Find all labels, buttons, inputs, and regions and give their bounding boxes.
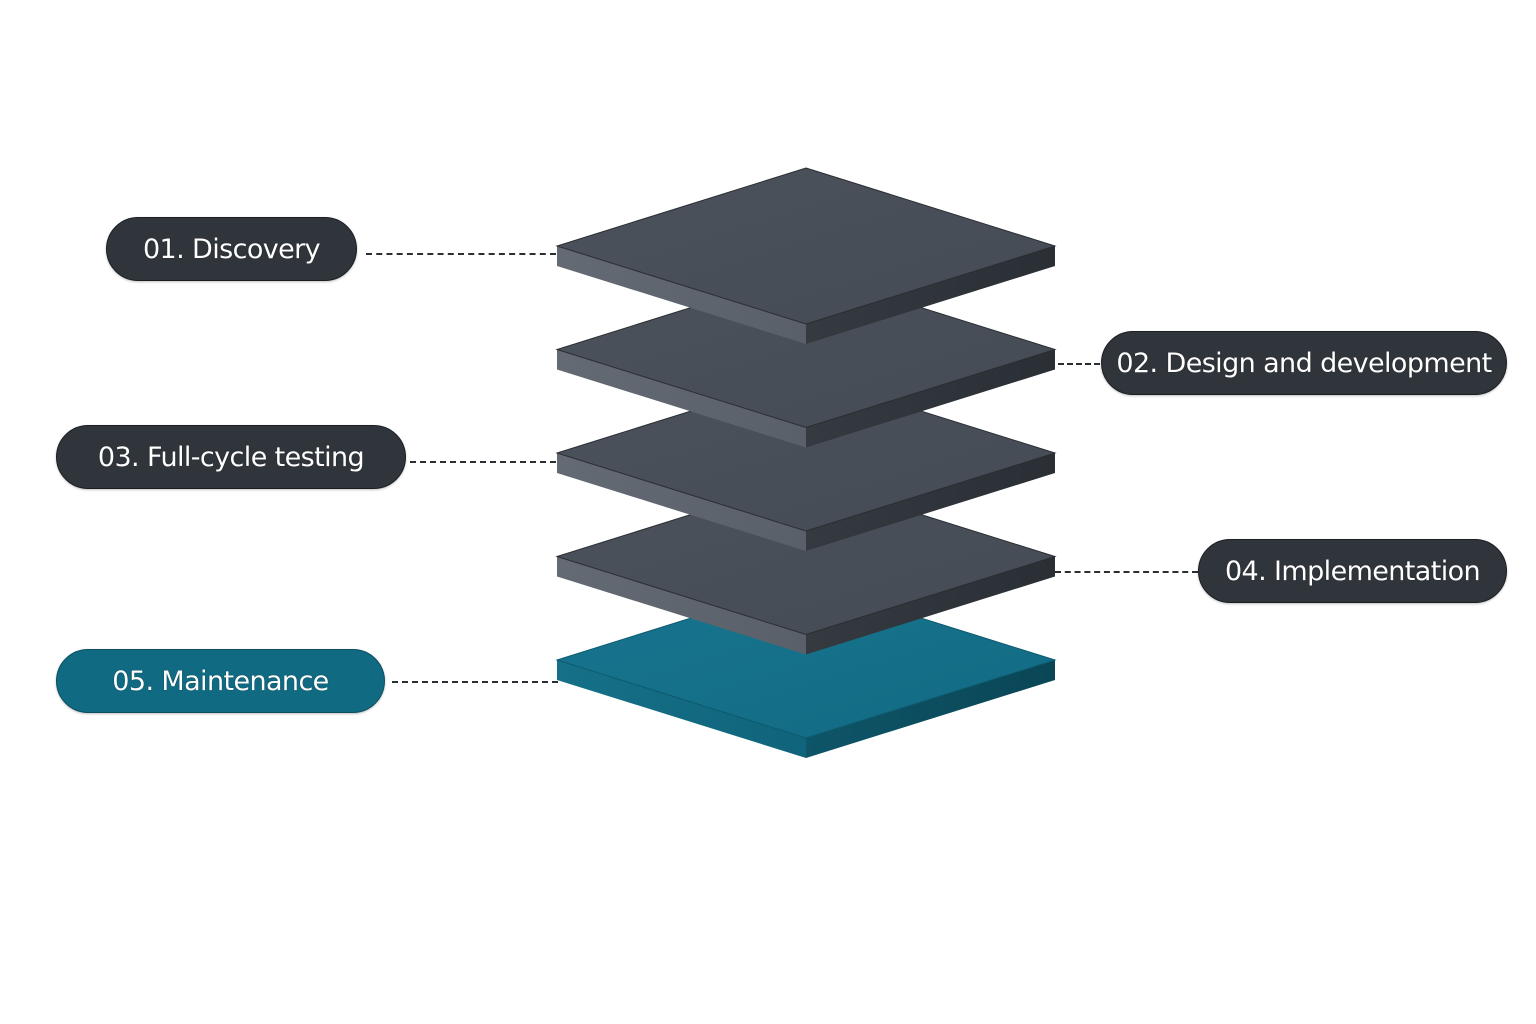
connector-line-discovery — [366, 253, 556, 255]
stage-label-text: 04. Implementation — [1224, 555, 1481, 587]
stage-label-discovery: 01. Discovery — [106, 217, 357, 281]
stage-label-text: 03. Full-cycle testing — [97, 441, 365, 473]
layer-right-side — [806, 556, 1055, 655]
stage-label-text: 05. Maintenance — [112, 665, 329, 697]
layer-right-side — [806, 453, 1055, 551]
connector-line-implementation — [1055, 571, 1198, 573]
stage-label-text: 01. Discovery — [142, 233, 321, 265]
layer-right-side — [806, 349, 1055, 448]
layer-right-side — [806, 660, 1055, 758]
layer-left-side — [557, 349, 806, 448]
layer-top-face — [555, 477, 1057, 636]
connector-line-maintenance — [392, 681, 558, 683]
layer-top-face — [555, 270, 1057, 429]
stage-label-design-and-development: 02. Design and development — [1101, 331, 1507, 395]
layer-02 — [555, 270, 1057, 448]
stage-label-implementation: 04. Implementation — [1198, 539, 1507, 603]
layer-01 — [555, 167, 1057, 344]
layer-left-side — [557, 660, 806, 758]
stage-label-maintenance: 05. Maintenance — [56, 649, 385, 713]
layer-left-side — [557, 453, 806, 551]
layer-03 — [555, 374, 1057, 551]
connector-line-testing — [410, 461, 556, 463]
layer-04 — [555, 477, 1057, 655]
layer-top-face — [555, 167, 1057, 325]
stage-label-text: 02. Design and development — [1116, 347, 1492, 379]
layer-left-side — [557, 246, 806, 344]
layer-top-face — [555, 374, 1057, 532]
layer-05 — [555, 581, 1057, 758]
stage-label-full-cycle-testing: 03. Full-cycle testing — [56, 425, 406, 489]
layer-right-side — [806, 246, 1055, 344]
connector-line-design — [1058, 363, 1100, 365]
layer-top-face — [555, 581, 1057, 739]
layer-left-side — [557, 556, 806, 655]
